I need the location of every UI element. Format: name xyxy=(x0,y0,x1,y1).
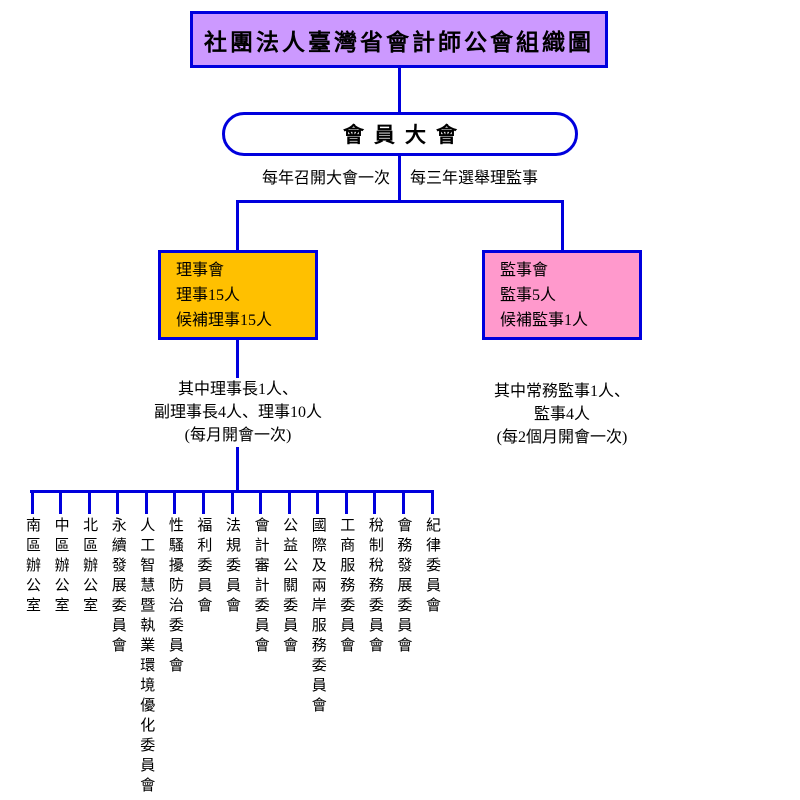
committee-label: 公益公關委員會 xyxy=(281,517,298,657)
member-assembly-node: 會員大會 xyxy=(222,112,578,156)
committee-label: 人工智慧暨執業環境優化委員會 xyxy=(138,517,155,797)
chart-title-box: 社團法人臺灣省會計師公會組織圖 xyxy=(190,11,608,68)
committee-label: 會務發展委員會 xyxy=(395,517,412,657)
committee-label: 性騷擾防治委員會 xyxy=(166,517,183,677)
board-of-supervisors-node: 監事會 監事5人 候補監事1人 xyxy=(482,250,642,340)
board-of-supervisors-label: 監事會 監事5人 候補監事1人 xyxy=(500,261,589,329)
committee-label: 福利委員會 xyxy=(195,517,212,617)
committee-label: 北區辦公室 xyxy=(81,517,98,617)
committee-connector-line xyxy=(230,490,234,514)
title-to-assembly-line xyxy=(398,66,401,114)
assembly-stem-line xyxy=(398,154,401,203)
annual-meeting-note: 每年召開大會一次 xyxy=(200,169,390,189)
board-of-directors-label: 理事會 理事15人 候補理事15人 xyxy=(176,261,273,329)
committee-connector-line xyxy=(87,490,91,514)
committee-label: 法規委員會 xyxy=(224,517,240,617)
board-of-directors-node: 理事會 理事15人 候補理事15人 xyxy=(158,250,318,340)
split-horizontal-line xyxy=(236,200,564,203)
committee-label: 會計審計委員會 xyxy=(252,517,269,657)
board-composition-note: 其中理事長1人、 副理事長4人、理事10人 (每月開會一次) xyxy=(118,378,358,447)
member-assembly-label: 會員大會 xyxy=(343,123,467,147)
committee-connector-line xyxy=(173,490,177,514)
committee-label: 中區辦公室 xyxy=(52,517,69,617)
committee-connector-line xyxy=(401,490,405,514)
supervisor-composition-note: 其中常務監事1人、 監事4人 (每2個月開會一次) xyxy=(442,380,682,449)
committee-connector-line xyxy=(373,490,377,514)
committee-label: 紀律委員會 xyxy=(424,517,440,617)
committee-connector-line xyxy=(430,490,434,514)
committee-label: 南區辦公室 xyxy=(24,517,40,617)
election-note: 每三年選舉理監事 xyxy=(410,169,600,189)
committee-label: 永續發展委員會 xyxy=(109,517,126,657)
committee-label: 國際及兩岸服務委員會 xyxy=(309,517,326,717)
committee-connector-line xyxy=(144,490,148,514)
committee-label: 稅制稅務委員會 xyxy=(366,517,383,657)
board-drop-line xyxy=(236,200,239,250)
committee-connector-line xyxy=(59,490,63,514)
chart-title: 社團法人臺灣省會計師公會組織圖 xyxy=(204,29,594,55)
committee-connector-line xyxy=(344,490,348,514)
committee-connector-line xyxy=(201,490,205,514)
committee-connector-line xyxy=(259,490,263,514)
committee-connector-line xyxy=(116,490,120,514)
supervisor-drop-line xyxy=(561,200,564,250)
committee-connector-line xyxy=(287,490,291,514)
committee-label: 工商服務委員會 xyxy=(338,517,355,657)
committee-connector-line xyxy=(30,490,34,514)
committee-connector-line xyxy=(316,490,320,514)
